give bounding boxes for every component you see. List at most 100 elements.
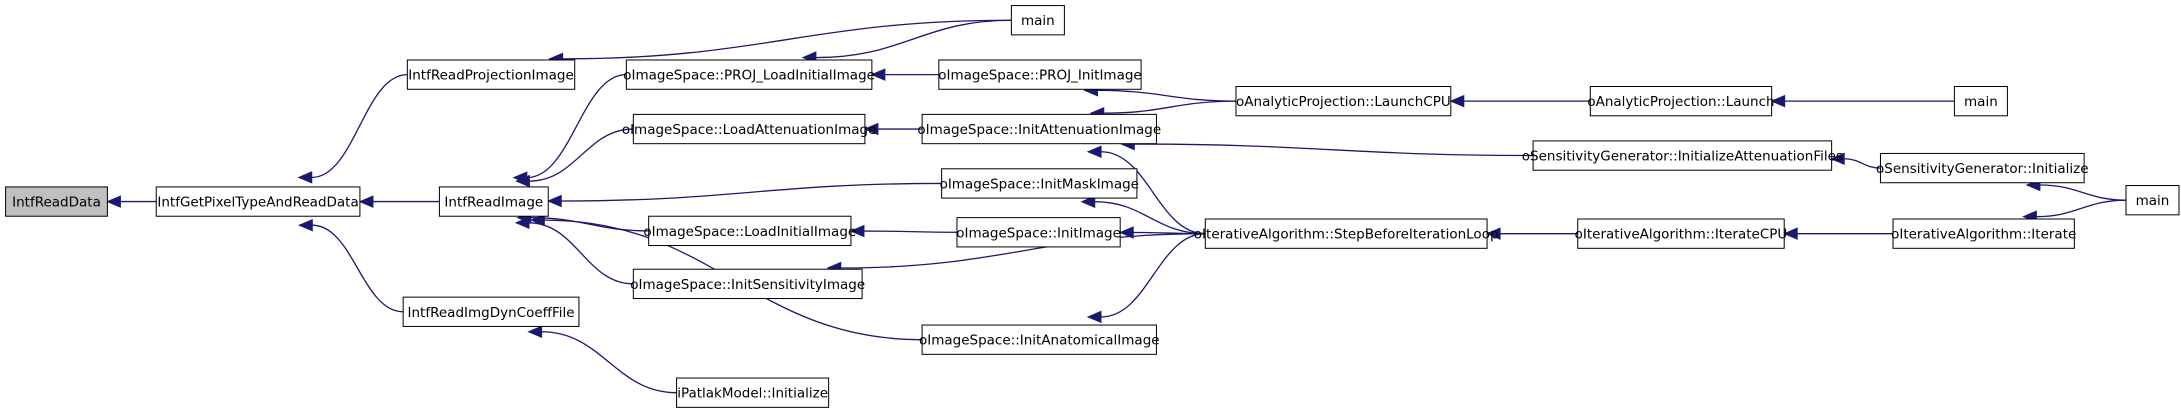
node-box bbox=[2125, 185, 2180, 216]
node-intfReadData[interactable]: IntfReadData bbox=[5, 186, 108, 217]
edge-iterateCPU-to-stepBefore bbox=[1485, 227, 1578, 240]
edge-line bbox=[840, 233, 1206, 269]
node-initSensitivityImage[interactable]: oImageSpace::InitSensitivityImage bbox=[630, 268, 865, 300]
node-label: iPatlakModel::Initialize bbox=[677, 386, 828, 402]
node-launchCPU[interactable]: oAnalyticProjection::LaunchCPU bbox=[1235, 85, 1452, 117]
node-box bbox=[1589, 85, 1773, 117]
node-label: oIterativeAlgorithm::Iterate bbox=[1891, 227, 2076, 243]
edge-line bbox=[1134, 143, 1534, 157]
node-loadAttenuationImage[interactable]: oImageSpace::LoadAttenuationImage bbox=[622, 113, 877, 145]
edge-initMaskImage-to-intfReadImage bbox=[546, 182, 942, 208]
arrowhead bbox=[514, 216, 530, 230]
arrowhead bbox=[1770, 94, 1786, 108]
node-main2[interactable]: main bbox=[1953, 85, 2008, 117]
edge-line bbox=[311, 73, 408, 179]
node-box bbox=[632, 113, 866, 145]
edge-main1-to-projLoadInitialImage bbox=[801, 19, 1012, 64]
node-label: oAnalyticProjection::LaunchCPU bbox=[1236, 94, 1451, 110]
node-initAttenuationImage[interactable]: oImageSpace::InitAttenuationImage bbox=[917, 113, 1161, 145]
node-box bbox=[1532, 140, 1833, 171]
node-label: IntfReadData bbox=[12, 195, 101, 211]
node-label: oSensitivityGenerator::Initialize bbox=[1876, 161, 2088, 177]
node-projLoadInitialImage[interactable]: oImageSpace::PROJ_LoadInitialImage bbox=[623, 59, 875, 90]
arrowhead bbox=[530, 213, 545, 227]
node-sensInitialize[interactable]: oSensitivityGenerator::Initialize bbox=[1876, 152, 2089, 184]
arrowhead bbox=[298, 218, 313, 232]
edge-line bbox=[1103, 100, 1236, 114]
arrowhead bbox=[1086, 145, 1102, 158]
node-iterate[interactable]: oIterativeAlgorithm::Iterate bbox=[1891, 218, 2076, 249]
node-initAnatomicalImage[interactable]: oImageSpace::InitAnatomicalImage bbox=[919, 324, 1160, 355]
node-main1[interactable]: main bbox=[1010, 5, 1065, 36]
arrowhead bbox=[870, 68, 886, 81]
edge-line bbox=[863, 230, 957, 233]
node-loadInitialImage[interactable]: oImageSpace::LoadInitialImage bbox=[643, 215, 856, 247]
edge-line bbox=[561, 182, 942, 202]
edge-intfReadImgDynCoeffFile-to-intfGetPixelTypeAndReadData bbox=[298, 218, 404, 313]
node-label: oImageSpace::InitAnatomicalImage bbox=[919, 333, 1160, 349]
arrowhead bbox=[106, 195, 121, 208]
node-intfReadProjectionImage[interactable]: IntfReadProjectionImage bbox=[406, 59, 576, 90]
edge-intfReadImage-to-intfGetPixelTypeAndReadData bbox=[358, 195, 440, 208]
node-intfReadImgDynCoeffFile[interactable]: IntfReadImgDynCoeffFile bbox=[402, 296, 580, 327]
arrowhead bbox=[849, 224, 865, 238]
node-iPatlakInitialize[interactable]: iPatlakModel::Initialize bbox=[676, 377, 830, 408]
edge-stepBefore-to-initAnatomicalImage bbox=[1086, 233, 1206, 324]
node-box bbox=[406, 59, 576, 90]
node-label: oImageSpace::PROJ_LoadInitialImage bbox=[623, 68, 875, 84]
node-initAttenFiles[interactable]: oSensitivityGenerator::InitializeAttenua… bbox=[1522, 140, 1843, 171]
node-intfGetPixelTypeAndReadData[interactable]: IntfGetPixelTypeAndReadData bbox=[155, 186, 361, 217]
edge-line bbox=[562, 19, 1012, 60]
arrowhead bbox=[863, 122, 879, 136]
edge-main1-to-intfReadProjectionImage bbox=[548, 19, 1012, 66]
node-initMaskImage[interactable]: oImageSpace::InitMaskImage bbox=[940, 168, 1139, 199]
node-box bbox=[155, 186, 361, 217]
edge-main2-to-launch bbox=[1770, 94, 1955, 108]
node-box bbox=[1010, 5, 1065, 36]
edge-line bbox=[528, 222, 634, 285]
node-box bbox=[1235, 85, 1452, 117]
edge-projLoadInitialImage-to-intfReadImage bbox=[512, 73, 627, 184]
node-label: oImageSpace::PROJ_InitImage bbox=[938, 68, 1142, 84]
edge-line bbox=[1844, 158, 1881, 169]
node-label: IntfReadImgDynCoeffFile bbox=[408, 305, 575, 321]
edge-line bbox=[2036, 199, 2126, 218]
node-label: oImageSpace::InitMaskImage bbox=[940, 176, 1139, 192]
edge-stepBefore-to-initMaskImage bbox=[1080, 195, 1206, 235]
node-box bbox=[1879, 152, 2085, 184]
arrowhead bbox=[1086, 310, 1102, 324]
arrowhead bbox=[358, 195, 374, 208]
edge-stepBefore-to-initImage bbox=[1118, 226, 1206, 239]
node-main3[interactable]: main bbox=[2125, 185, 2180, 216]
arrowhead bbox=[1782, 227, 1798, 240]
edge-line bbox=[529, 128, 634, 182]
node-label: oIterativeAlgorithm::StepBeforeIteration… bbox=[1194, 227, 1499, 243]
node-box bbox=[938, 59, 1142, 90]
edge-line bbox=[530, 217, 649, 232]
node-projInitImage[interactable]: oImageSpace::PROJ_InitImage bbox=[938, 59, 1142, 90]
edge-initImage-to-loadInitialImage bbox=[849, 224, 957, 238]
node-box bbox=[921, 324, 1157, 355]
node-intfReadImage[interactable]: IntfReadImage bbox=[438, 186, 549, 217]
node-iterateCPU[interactable]: oIterativeAlgorithm::IterateCPU bbox=[1575, 218, 1788, 249]
node-box bbox=[625, 59, 873, 90]
node-box bbox=[1953, 85, 2008, 117]
arrowhead bbox=[546, 194, 562, 208]
node-box bbox=[941, 168, 1138, 199]
node-initImage[interactable]: oImageSpace::InitImage bbox=[956, 217, 1121, 248]
node-label: main bbox=[1964, 94, 1998, 110]
node-box bbox=[648, 215, 852, 247]
edge-line bbox=[312, 224, 404, 313]
node-launch[interactable]: oAnalyticProjection::Launch bbox=[1587, 85, 1775, 117]
node-label: IntfReadImage bbox=[444, 195, 543, 211]
edge-initSensitivityImage-to-intfReadImage bbox=[514, 216, 634, 285]
node-box bbox=[1204, 218, 1488, 249]
edge-line bbox=[1100, 233, 1206, 318]
node-box bbox=[402, 296, 580, 327]
node-box bbox=[632, 268, 863, 300]
node-stepBefore[interactable]: oIterativeAlgorithm::StepBeforeIteration… bbox=[1194, 218, 1499, 249]
arrowhead bbox=[1829, 152, 1845, 166]
node-box bbox=[438, 186, 549, 217]
node-label: oImageSpace::InitAttenuationImage bbox=[917, 122, 1161, 138]
